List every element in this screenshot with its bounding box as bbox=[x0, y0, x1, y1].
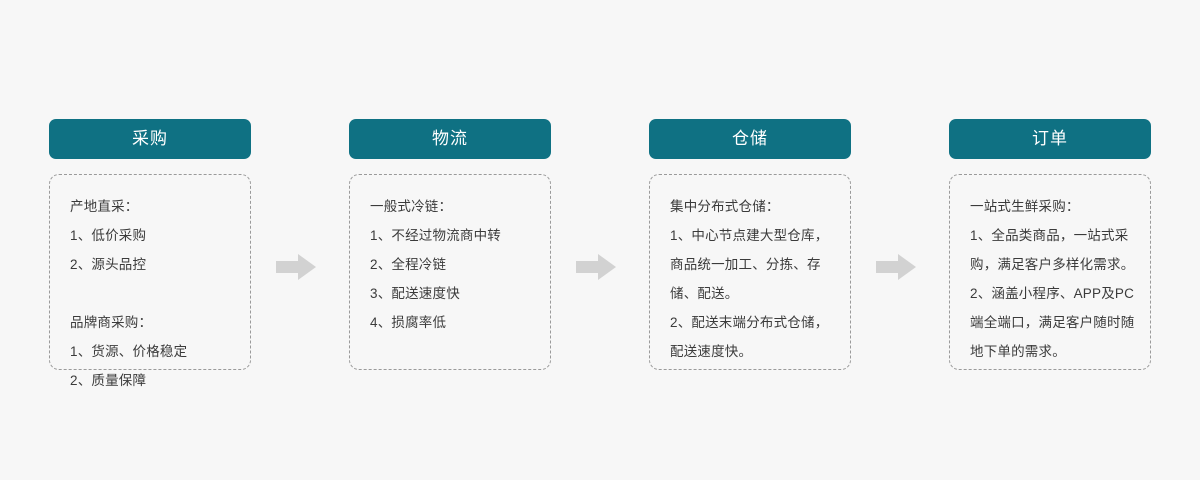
stage-header-procurement: 采购 bbox=[49, 119, 251, 159]
stage-body-logistics: 一般式冷链： 1、不经过物流商中转 2、全程冷链 3、配送速度快 4、损腐率低 bbox=[349, 174, 551, 370]
stage-detail-text-warehousing: 集中分布式仓储： 1、中心节点建大型仓库，商品统一加工、分拣、存储、配送。 2、… bbox=[670, 199, 829, 359]
stage-body-order: 一站式生鲜采购： 1、全品类商品，一站式采购，满足客户多样化需求。 2、涵盖小程… bbox=[949, 174, 1151, 370]
stage-procurement: 采购 产地直采： 1、低价采购 2、源头品控 品牌商采购： 1、货源、价格稳定 … bbox=[49, 119, 251, 388]
arrow-right-icon bbox=[576, 254, 616, 280]
stage-body-warehousing: 集中分布式仓储： 1、中心节点建大型仓库，商品统一加工、分拣、存储、配送。 2、… bbox=[649, 174, 851, 370]
stage-body-procurement: 产地直采： 1、低价采购 2、源头品控 品牌商采购： 1、货源、价格稳定 2、质… bbox=[49, 174, 251, 388]
stage-header-order: 订单 bbox=[949, 119, 1151, 159]
arrow-right-icon bbox=[876, 254, 916, 280]
stage-header-logistics: 物流 bbox=[349, 119, 551, 159]
arrow-right-icon bbox=[276, 254, 316, 280]
stage-detail-text-logistics: 一般式冷链： 1、不经过物流商中转 2、全程冷链 3、配送速度快 4、损腐率低 bbox=[370, 199, 502, 330]
stage-detail-text-procurement: 产地直采： 1、低价采购 2、源头品控 品牌商采购： 1、货源、价格稳定 2、质… bbox=[70, 199, 188, 388]
stage-header-warehousing: 仓储 bbox=[649, 119, 851, 159]
stage-logistics: 物流 一般式冷链： 1、不经过物流商中转 2、全程冷链 3、配送速度快 4、损腐… bbox=[349, 119, 551, 370]
stage-warehousing: 仓储 集中分布式仓储： 1、中心节点建大型仓库，商品统一加工、分拣、存储、配送。… bbox=[649, 119, 851, 370]
stage-order: 订单 一站式生鲜采购： 1、全品类商品，一站式采购，满足客户多样化需求。 2、涵… bbox=[949, 119, 1151, 370]
stage-detail-text-order: 一站式生鲜采购： 1、全品类商品，一站式采购，满足客户多样化需求。 2、涵盖小程… bbox=[970, 199, 1135, 359]
